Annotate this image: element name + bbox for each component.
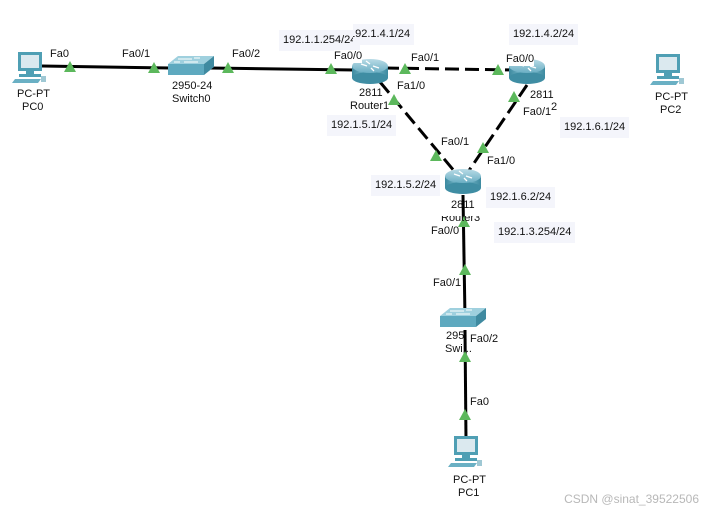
ip-label-r1-fa00: 192.1.1.254/24 (279, 30, 361, 51)
ip-label-r1-fa10: 192.1.5.1/24 (327, 115, 397, 136)
link-up-indicator (459, 264, 471, 275)
port-label-sw1-fa02: Fa0/2 (470, 333, 499, 345)
link-up-indicator (388, 94, 400, 105)
ip-label-r2-fa01: 192.1.6.1/24 (560, 117, 630, 138)
port-label-pc0-fa0: Fa0 (50, 48, 69, 60)
pc0-model: PC-PT (17, 88, 50, 100)
link-up-indicator (508, 91, 520, 102)
ip-label-r2-fa00: 192.1.4.2/24 (509, 24, 579, 45)
port-label-sw0-fa02: Fa0/2 (232, 48, 261, 60)
pc1-model: PC-PT (453, 474, 486, 486)
pc2-model: PC-PT (655, 91, 688, 103)
router3-model: 2811 (451, 199, 475, 211)
link-router3-switch1[interactable] (461, 194, 467, 319)
link-router2-router3[interactable] (466, 84, 529, 173)
port-label-r1-fa01: Fa0/1 (411, 52, 440, 64)
port-label-r3-fa00: Fa0/0 (431, 225, 460, 237)
watermark: CSDN @sinat_39522506 (564, 492, 699, 506)
port-label-r2-fa00: Fa0/0 (506, 53, 535, 66)
port-label-r3-fa01: Fa0/1 (441, 136, 470, 148)
ip-label-r3-fa01: 192.1.5.2/24 (371, 175, 441, 196)
port-label-sw0-fa01: Fa0/1 (122, 48, 151, 60)
pc1-icon[interactable] (448, 436, 482, 467)
switch0-icon[interactable] (167, 55, 215, 76)
ip-label-r3-fa00: 192.1.3.254/24 (494, 222, 576, 243)
link-pc0-switch0[interactable] (41, 64, 171, 70)
switch1-name: Swi... (445, 343, 472, 355)
pc2-name: PC2 (660, 104, 682, 116)
port-label-pc1-fa0: Fa0 (470, 396, 489, 408)
ip-label-r3-fa10: 192.1.6.2/24 (486, 187, 556, 208)
pc0-icon[interactable] (12, 52, 46, 83)
router1-name: Router1 (350, 100, 390, 112)
link-up-indicator (430, 150, 442, 161)
pc0-name: PC0 (22, 101, 44, 113)
port-label-r1-fa00: Fa0/0 (334, 50, 363, 63)
port-label-r3-fa10: Fa1/0 (487, 155, 516, 167)
switch0-model: 2950-24 (172, 80, 213, 92)
link-switch1-pc1[interactable] (463, 329, 468, 441)
port-label-r2-fa01: Fa0/1 (523, 106, 552, 118)
link-up-indicator (459, 409, 471, 420)
switch0-name: Switch0 (172, 93, 211, 105)
port-label-r1-fa10: Fa1/0 (397, 80, 426, 92)
router3-name: Router3 (441, 212, 481, 224)
router1-model: 2811 (359, 87, 383, 99)
switch1-model: 295 (446, 330, 465, 342)
router2-name: 2 (551, 101, 558, 113)
router2-model: 2811 (530, 89, 554, 101)
pc1-name: PC1 (458, 487, 480, 499)
pc2-icon[interactable] (650, 54, 684, 85)
ip-label-r1-fa01: 192.1.4.1/24 (353, 24, 415, 45)
router3-icon[interactable] (444, 168, 482, 195)
port-label-sw1-fa01: Fa0/1 (433, 277, 462, 289)
switch1-icon[interactable] (439, 307, 487, 328)
